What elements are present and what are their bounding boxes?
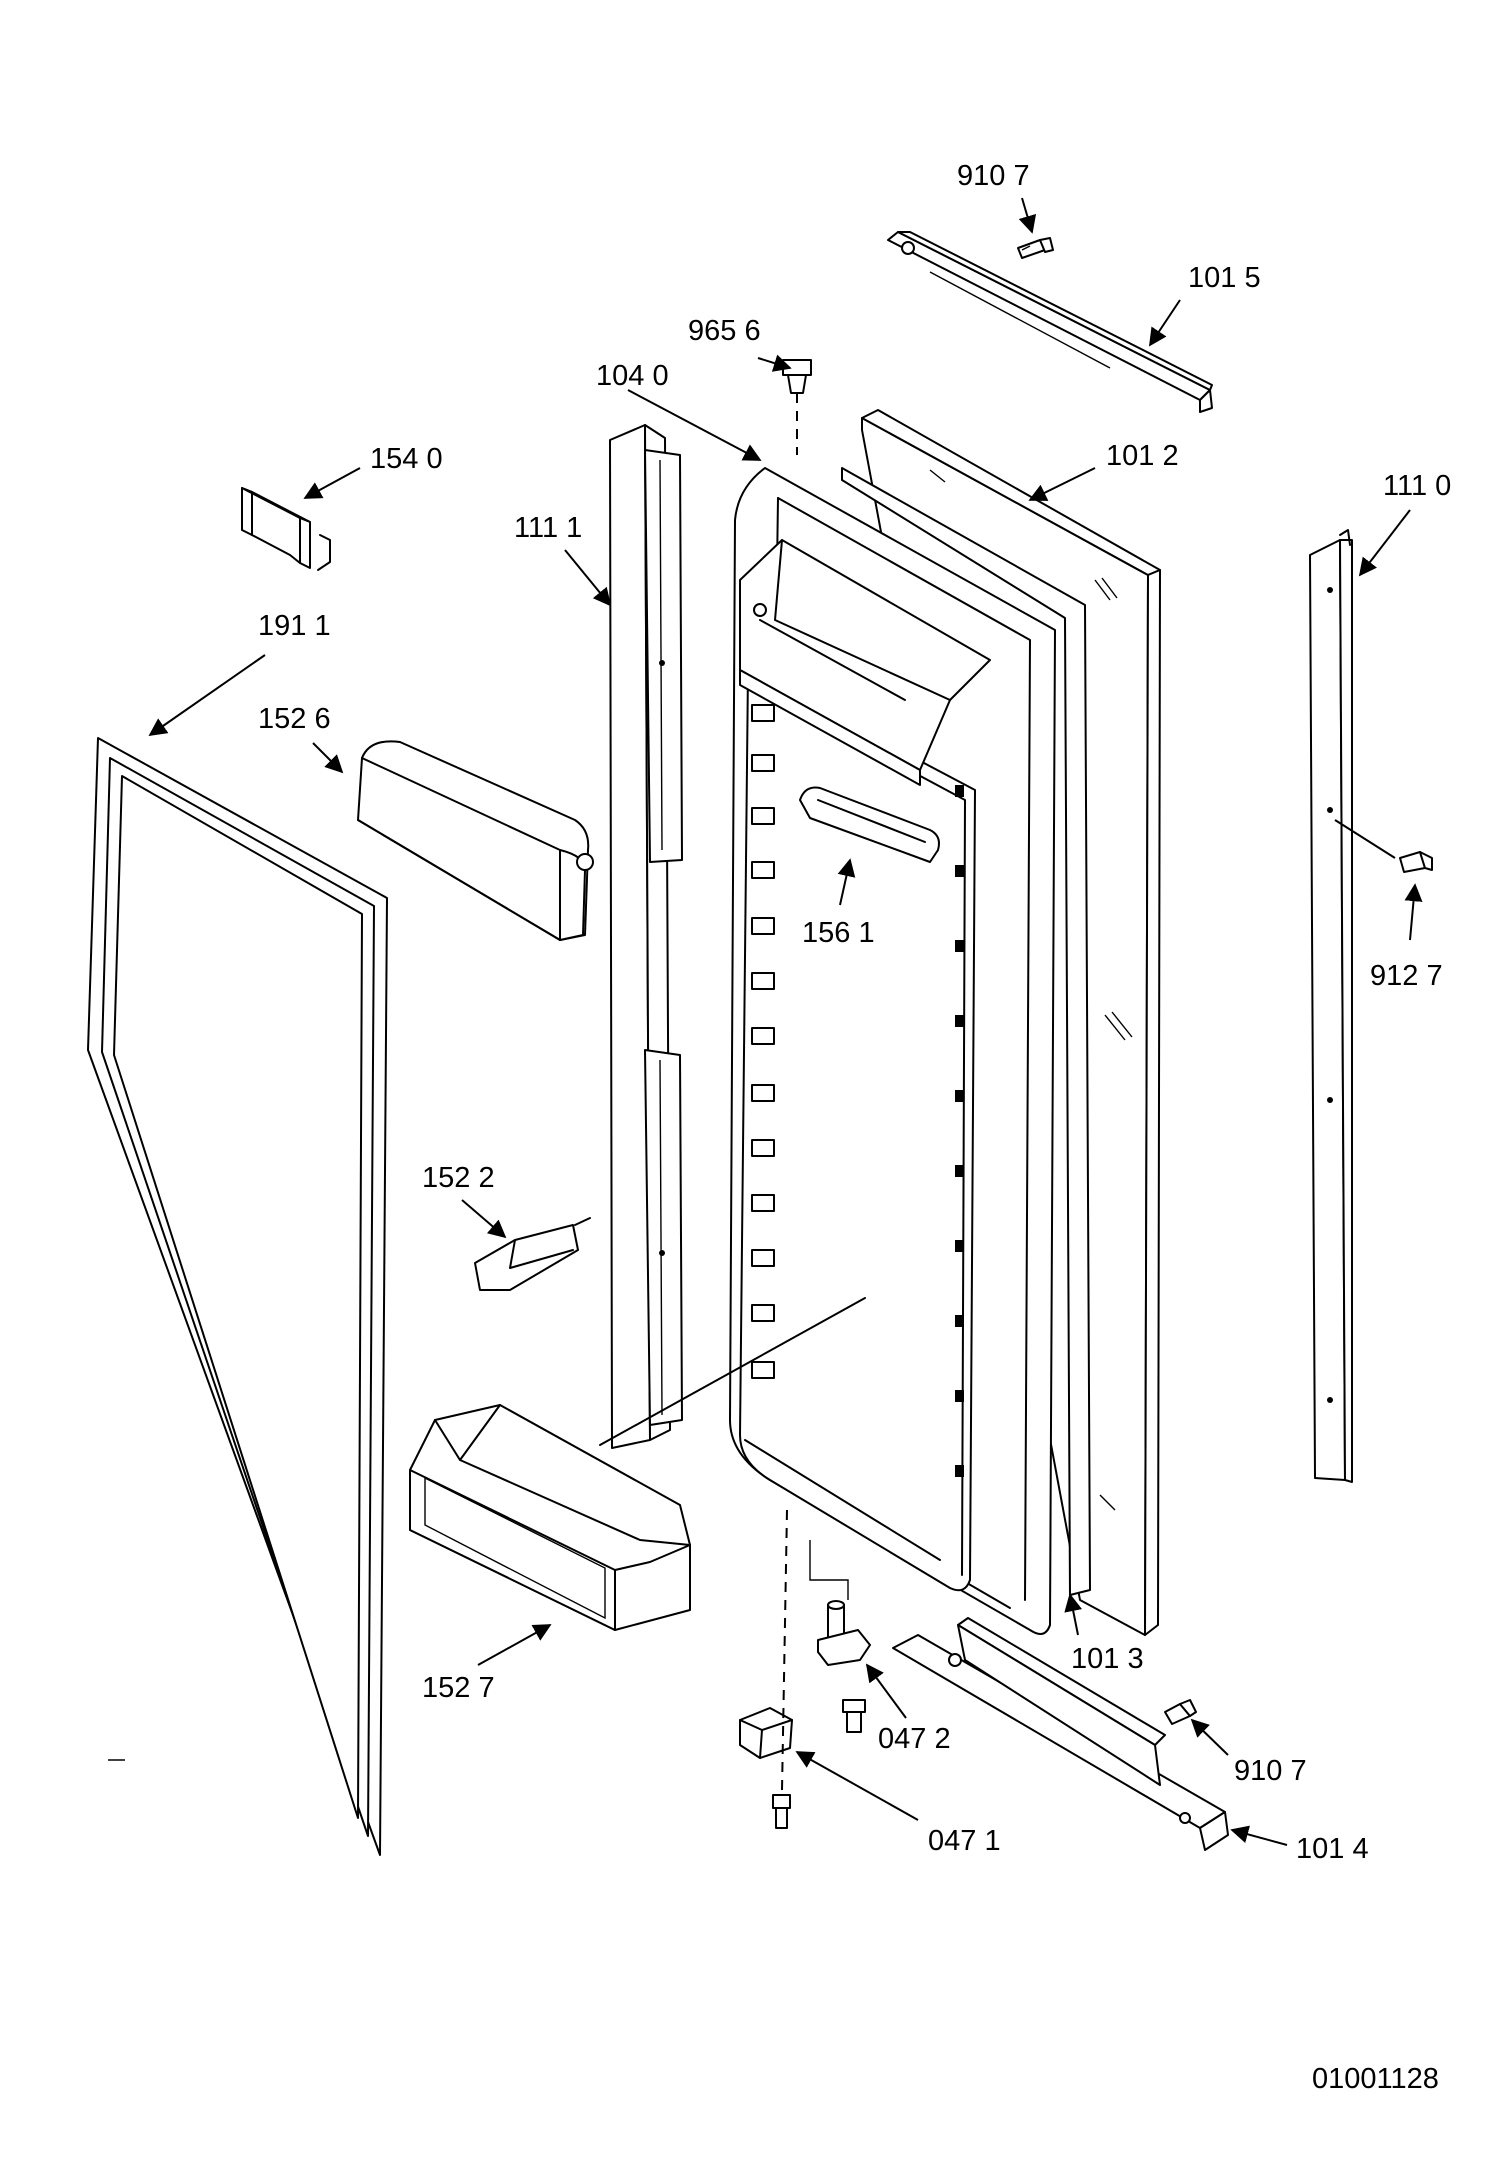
dispenser-cover xyxy=(357,740,594,941)
leader-154-0 xyxy=(303,467,361,499)
callout-101-3: 101 3 xyxy=(1071,1643,1144,1675)
hinge-pin xyxy=(817,1600,871,1733)
leader-101-2 xyxy=(1028,467,1096,501)
callout-111-0: 111 0 xyxy=(1383,470,1451,502)
plug-part xyxy=(782,359,812,394)
door-gasket xyxy=(87,737,388,1856)
leader-047-1 xyxy=(795,1751,919,1821)
callout-101-5: 101 5 xyxy=(1188,262,1261,294)
callout-111-1: 111 1 xyxy=(514,512,582,544)
callout-101-2: 101 2 xyxy=(1106,440,1179,472)
leader-101-4 xyxy=(1230,1825,1288,1846)
callout-191-1: 191 1 xyxy=(258,610,331,642)
leader-104-0 xyxy=(627,389,762,461)
leader-191-1 xyxy=(148,654,266,737)
inner-door-liner xyxy=(599,467,1056,1635)
callout-965-6: 965 6 xyxy=(688,315,761,347)
callout-104-0: 104 0 xyxy=(596,360,669,392)
small-tray xyxy=(799,786,940,863)
leader-101-3 xyxy=(1064,1593,1083,1636)
callout-152-7: 152 7 xyxy=(422,1672,495,1704)
hinge-guide-line xyxy=(809,1540,849,1600)
leader-047-2 xyxy=(865,1663,907,1719)
callout-047-2: 047 2 xyxy=(878,1723,951,1755)
drawing-number: 01001128 xyxy=(1312,2063,1439,2095)
leader-965-6 xyxy=(757,354,792,372)
leader-152-6 xyxy=(312,742,344,774)
callout-047-1: 047 1 xyxy=(928,1825,1001,1857)
callout-910-7-bottom: 910 7 xyxy=(1234,1755,1307,1787)
leader-912-7 xyxy=(1404,883,1423,941)
callout-154-0: 154 0 xyxy=(370,443,443,475)
hinge-block xyxy=(739,1707,793,1829)
shelf-clip xyxy=(474,1217,591,1291)
leader-152-2 xyxy=(461,1199,507,1239)
leader-910-7-bottom xyxy=(1190,1718,1229,1756)
callout-912-7: 912 7 xyxy=(1370,960,1443,992)
leader-156-1 xyxy=(837,858,856,906)
callout-152-2: 152 2 xyxy=(422,1162,495,1194)
bottom-bracket xyxy=(892,1617,1229,1851)
left-trim-strip xyxy=(609,424,683,1449)
leader-101-5 xyxy=(1149,299,1181,347)
callout-156-1: 156 1 xyxy=(802,917,875,949)
screw-top xyxy=(1017,237,1054,259)
screw-side xyxy=(1399,851,1433,873)
right-trim-strip xyxy=(1309,529,1353,1483)
door-bin xyxy=(409,1404,691,1631)
screw-bottom xyxy=(1164,1699,1197,1725)
clip-part xyxy=(241,487,331,571)
leader-912-7-screw xyxy=(1334,819,1396,859)
leader-111-1 xyxy=(564,549,612,607)
leader-910-7-top xyxy=(1018,197,1037,234)
callout-152-6: 152 6 xyxy=(258,703,331,735)
leader-111-0 xyxy=(1358,509,1411,577)
top-bracket xyxy=(887,231,1213,413)
callout-910-7-top: 910 7 xyxy=(957,160,1030,192)
callout-101-4: 101 4 xyxy=(1296,1833,1369,1865)
leader-152-7 xyxy=(477,1624,552,1666)
